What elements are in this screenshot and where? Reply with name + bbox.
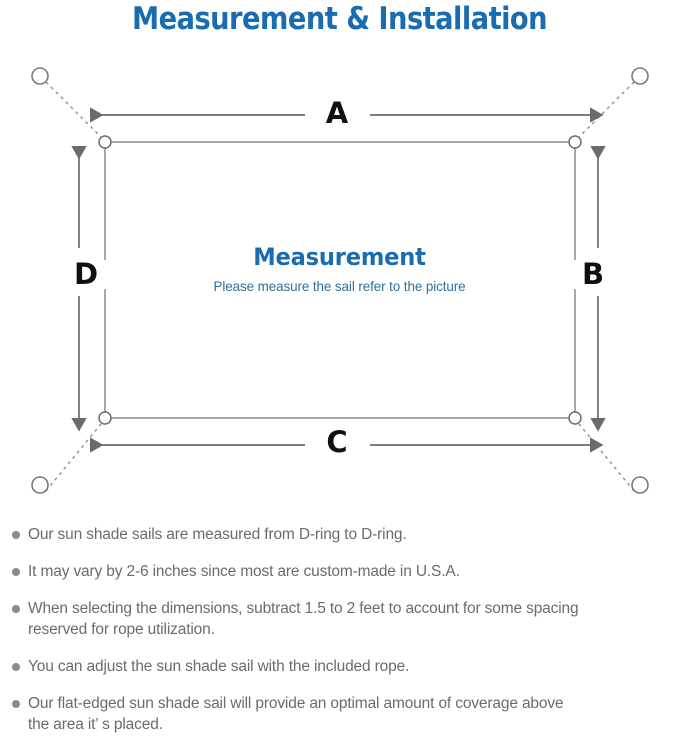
- bullet-icon: [12, 700, 20, 708]
- list-item: Our sun shade sails are measured from D-…: [0, 524, 679, 545]
- anchor-top-left: [31, 67, 49, 85]
- list-item-text: You can adjust the sun shade sail with t…: [28, 658, 410, 675]
- d-ring-bottom-left: [98, 411, 112, 425]
- d-rings: [98, 135, 582, 425]
- list-item: It may vary by 2-6 inches since most are…: [0, 561, 679, 582]
- rope-lines: [45, 81, 635, 492]
- rope-bottom-right: [578, 423, 635, 492]
- list-item-text: When selecting the dimensions, subtract …: [28, 600, 579, 638]
- anchor-bottom-right: [631, 476, 649, 494]
- rope-top-left: [45, 81, 102, 138]
- notes-list: Our sun shade sails are measured from D-…: [0, 524, 679, 735]
- d-ring-top-right: [568, 135, 582, 149]
- dimension-label-a: A: [316, 99, 358, 128]
- list-item-text: Our flat-edged sun shade sail will provi…: [28, 695, 564, 733]
- d-ring-top-left: [98, 135, 112, 149]
- list-item: Our flat-edged sun shade sail will provi…: [0, 693, 679, 735]
- dimension-label-d: D: [66, 260, 106, 289]
- rope-top-right: [578, 81, 635, 138]
- page-title: Measurement & Installation: [131, 1, 548, 37]
- bullet-icon: [12, 663, 20, 671]
- dimension-label-b: B: [574, 260, 612, 289]
- list-item: When selecting the dimensions, subtract …: [0, 598, 679, 640]
- anchor-circles: [31, 67, 649, 494]
- rope-bottom-left: [45, 423, 102, 492]
- list-item: You can adjust the sun shade sail with t…: [0, 656, 679, 677]
- list-item-text: Our sun shade sails are measured from D-…: [28, 526, 407, 543]
- list-item-text: It may vary by 2-6 inches since most are…: [28, 563, 460, 580]
- bullet-icon: [12, 531, 20, 539]
- bullet-icon: [12, 605, 20, 613]
- sail-center-title: Measurement: [253, 243, 426, 271]
- dimension-label-c: C: [316, 428, 358, 457]
- sail-center-subtitle: Please measure the sail refer to the pic…: [213, 278, 466, 294]
- anchor-bottom-left: [31, 476, 49, 494]
- d-ring-bottom-right: [568, 411, 582, 425]
- bullet-icon: [12, 568, 20, 576]
- anchor-top-right: [631, 67, 649, 85]
